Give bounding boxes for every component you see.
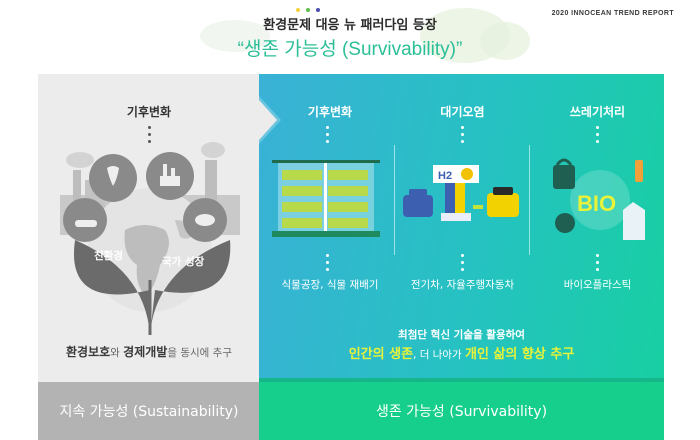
column-divider-2 (529, 145, 530, 255)
color-dots (296, 8, 326, 14)
col2-top-dots (461, 126, 464, 147)
plant-factory-icon (272, 160, 380, 237)
col1-top-dots (326, 126, 329, 147)
col-heading-air-pollution: 대기오염 (440, 105, 485, 119)
dot-yellow (296, 8, 300, 12)
dot-green (306, 8, 310, 12)
left-dots (148, 126, 151, 147)
col3-bottom-dots (596, 254, 599, 275)
hydrogen-ev-charging-icon: H2 (403, 165, 519, 221)
footer-survivability: 생존 가능성 (Survivability) (259, 378, 664, 440)
col1-bottom-dots (326, 254, 329, 275)
leaf-label-growth: 국가 성장 (162, 256, 205, 268)
col-caption-ev-autonomous: 전기차, 자율주행자동차 (410, 279, 515, 291)
left-heading: 기후변화 (126, 105, 172, 119)
cloud-decoration-right-small (480, 22, 530, 60)
report-label: 2020 INNOCEAN TREND REPORT (551, 10, 674, 17)
bio-plastic-icon: BIO (553, 158, 645, 240)
col-caption-bioplastic: 바이오플라스틱 (563, 279, 632, 291)
col-heading-climate: 기후변화 (307, 105, 353, 119)
header-title: “생존 가능성 (Survivability)” (237, 39, 463, 60)
earth-leaf-illustration-icon (60, 142, 240, 335)
highlight-human-survival: 인간의 생존 (348, 347, 414, 362)
caption-env-protection: 환경보호 (66, 345, 111, 359)
col-caption-plant-factory: 식물공장, 식물 재배기 (281, 279, 379, 291)
dot-purple (316, 8, 320, 12)
leaf-label-eco: 친환경 (94, 250, 123, 262)
cloud-decoration-left (200, 20, 270, 52)
left-caption: 환경보호와 경제개발을 동시에 추구 (66, 345, 232, 359)
svg-text:BIO: BIO (577, 191, 616, 216)
svg-text:H2: H2 (438, 170, 452, 182)
footer-sustainability: 지속 가능성 (Sustainability) (38, 382, 260, 440)
col-heading-waste: 쓰레기처리 (569, 105, 626, 119)
col3-top-dots (596, 126, 599, 147)
message-line-2: 인간의 생존, 더 나아가 개인 삶의 향상 추구 (348, 347, 575, 362)
caption-econ-development: 경제개발 (123, 345, 168, 359)
column-divider-1 (394, 145, 395, 255)
col2-bottom-dots (461, 254, 464, 275)
highlight-life-improvement: 개인 삶의 향상 추구 (465, 347, 575, 362)
header-subtitle: 환경문제 대응 뉴 패러다임 등장 (263, 18, 437, 33)
message-line-1: 최첨단 혁신 기술을 활용하여 (398, 329, 525, 341)
